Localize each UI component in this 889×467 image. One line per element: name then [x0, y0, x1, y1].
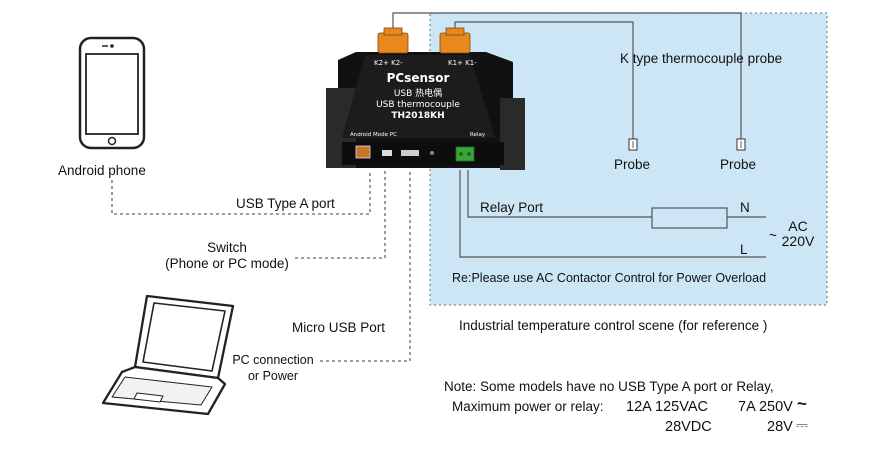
- rating-dc-12a: 28VDC: [665, 419, 712, 435]
- thermocouple-device: K2+ K2- K1+ K1- PCsensor USB 热电偶 USB the…: [326, 27, 525, 170]
- k2-label: K2+ K2-: [374, 59, 403, 67]
- switch-label-line1: Switch: [207, 240, 247, 255]
- relay-circuit: [459, 170, 766, 258]
- ac-tilde: ~: [769, 228, 777, 243]
- pc-connection-label: PC connection or Power: [227, 352, 319, 384]
- relay-port-label: Relay Port: [480, 200, 544, 215]
- probe-label-2: Probe: [720, 157, 757, 172]
- k1-label: K1+ K1-: [448, 59, 477, 67]
- note-line1: Note: Some models have no USB Type A por…: [444, 379, 774, 394]
- micro-usb-port: [401, 150, 419, 156]
- device-bottom-left: Android Mode PC: [350, 132, 397, 138]
- ac-voltage: AC 220V: [780, 219, 816, 249]
- rating-ac-12a: 12A 125VAC: [626, 399, 708, 415]
- relay-terminal: [455, 146, 475, 162]
- probe-label-1: Probe: [614, 157, 651, 172]
- ac-symbol: ~: [797, 394, 807, 413]
- probe-tip-1: [628, 138, 638, 151]
- usb-type-a-label: USB Type A port: [236, 196, 335, 211]
- neutral-label: N: [740, 200, 750, 215]
- probe-title: K type thermocouple probe: [620, 51, 783, 66]
- laptop-icon: [101, 294, 235, 416]
- device-bottom-right: Relay: [470, 132, 486, 138]
- android-phone-icon: [78, 36, 146, 150]
- line-label: L: [740, 242, 748, 257]
- pc-label-line1: PC connection: [232, 353, 314, 367]
- usb-a-port: [355, 145, 371, 159]
- k1-connector: [439, 32, 471, 54]
- reminder-text: Re:Please use AC Contactor Control for P…: [452, 271, 767, 285]
- contactor-resistor: [651, 207, 728, 229]
- android-phone-label: Android phone: [58, 163, 146, 178]
- mode-switch: [382, 150, 392, 156]
- rating-ac-7a: 7A 250V: [738, 399, 793, 415]
- device-brand: PCsensor: [387, 71, 450, 85]
- k2-connector: [377, 32, 409, 54]
- dc-symbol: ⎓: [796, 417, 808, 434]
- rating-dc-7a: 28V: [767, 419, 793, 435]
- switch-label: Switch (Phone or PC mode): [157, 240, 297, 272]
- micro-usb-label: Micro USB Port: [292, 320, 386, 335]
- probe-tip-2: [736, 138, 746, 151]
- device-line2: USB thermocouple: [376, 100, 460, 110]
- pc-label-line2: or Power: [247, 369, 299, 383]
- ac-line2: 220V: [781, 233, 815, 249]
- device-line1: USB 热电偶: [394, 87, 442, 99]
- note-line2-prefix: Maximum power or relay:: [452, 399, 604, 414]
- switch-label-line2: (Phone or PC mode): [165, 256, 289, 271]
- scene-caption: Industrial temperature control scene (fo…: [459, 318, 768, 333]
- ac-line1: AC: [788, 218, 808, 234]
- device-model: TH2018KH: [391, 111, 444, 121]
- dashed-connections: [111, 170, 411, 362]
